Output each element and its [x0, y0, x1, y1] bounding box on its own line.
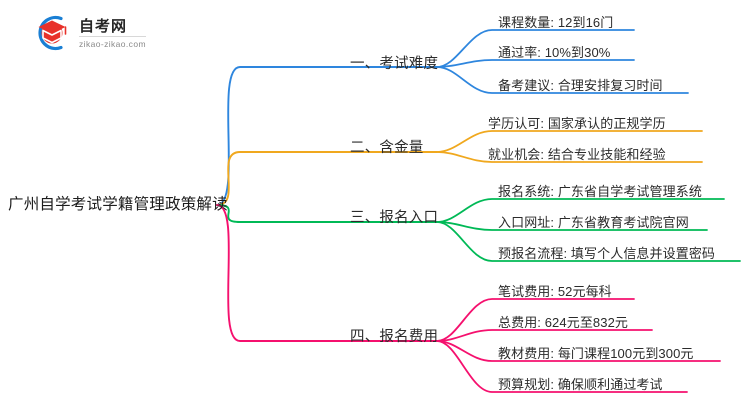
mindmap-leaf-node-3-3[interactable]: 预报名流程: 填写个人信息并设置密码 [498, 246, 716, 261]
logo-title: 自考网 [79, 18, 146, 37]
mindmap-leaf-node-1-3[interactable]: 备考建议: 合理安排复习时间 [498, 78, 663, 93]
mindmap-leaf-node-2-2[interactable]: 就业机会: 结合专业技能和经验 [488, 147, 666, 162]
mindmap-leaf-node-1-1[interactable]: 课程数量: 12到16门 [498, 15, 614, 30]
branch-connector-2 [216, 151, 438, 206]
mindmap-branch-node-2[interactable]: 二、含金量 [350, 140, 424, 156]
branch-connector-1 [216, 66, 438, 206]
mindmap-root-node[interactable]: 广州自学考试学籍管理政策解读 [8, 196, 228, 213]
mindmap-leaf-node-1-2[interactable]: 通过率: 10%到30% [498, 45, 611, 60]
logo-domain: zikao-zikao.com [79, 38, 146, 49]
mindmap-branch-node-1[interactable]: 一、考试难度 [350, 56, 439, 72]
graduation-cap-icon [30, 12, 72, 54]
mindmap-leaf-node-4-3[interactable]: 教材费用: 每门课程100元到300元 [498, 346, 694, 361]
mindmap-leaf-node-3-1[interactable]: 报名系统: 广东省自学考试管理系统 [498, 184, 702, 199]
leaf-connector-1-2 [436, 59, 635, 68]
mindmap-leaf-node-4-2[interactable]: 总费用: 624元至832元 [498, 315, 629, 330]
site-logo[interactable]: 自考网 zikao-zikao.com [30, 12, 146, 54]
mindmap-leaf-node-3-2[interactable]: 入口网址: 广东省教育考试院官网 [498, 215, 689, 230]
mindmap-leaf-node-4-1[interactable]: 笔试费用: 52元每科 [498, 284, 612, 299]
mindmap-branch-node-4[interactable]: 四、报名费用 [350, 329, 439, 345]
mindmap-branch-node-3[interactable]: 三、报名入口 [350, 210, 439, 226]
mindmap-leaf-node-4-4[interactable]: 预算规划: 确保顺利通过考试 [498, 377, 663, 392]
leaf-connector-4-2 [436, 329, 653, 342]
mindmap-leaf-node-2-1[interactable]: 学历认可: 国家承认的正规学历 [488, 116, 666, 131]
